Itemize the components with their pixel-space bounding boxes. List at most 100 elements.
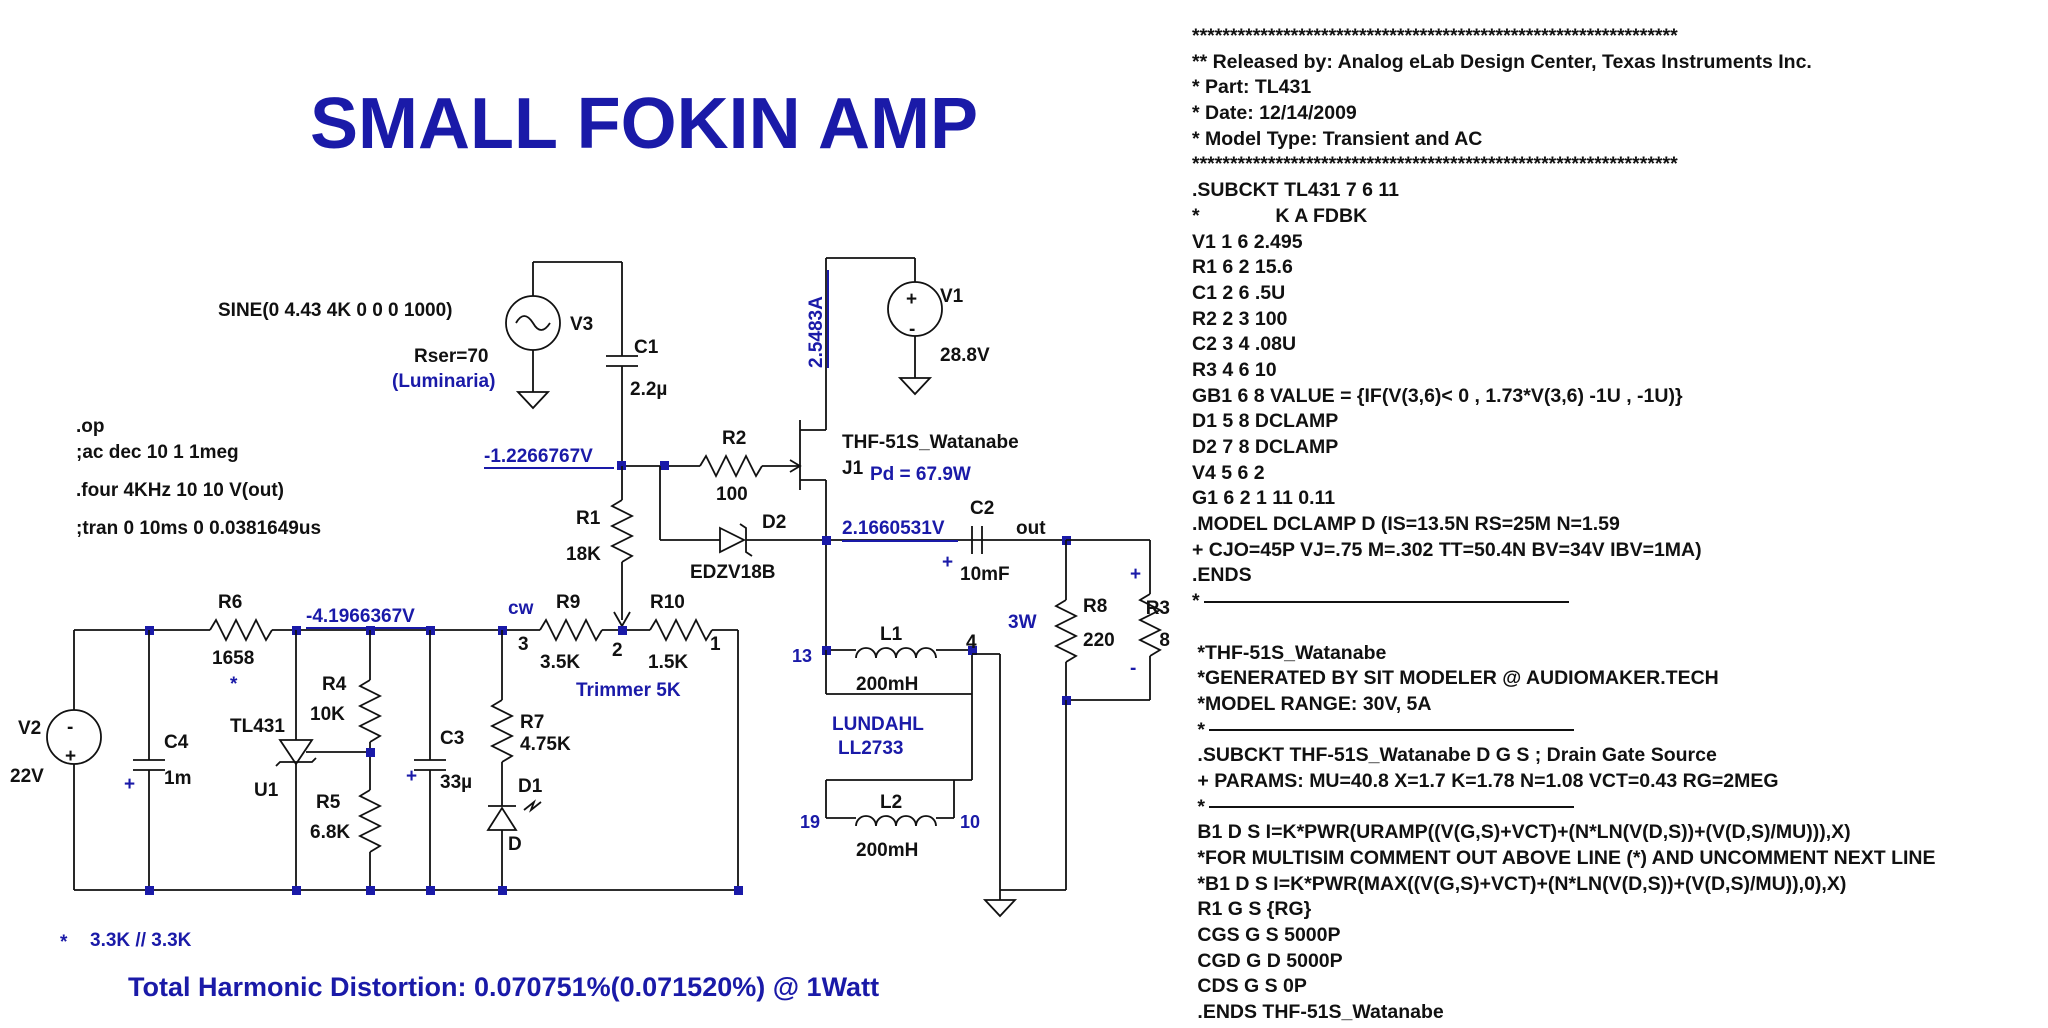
svg-text:-: - [909, 319, 915, 340]
r9-label: R9 [556, 592, 580, 613]
netlist-line: * Model Type: Transient and AC [1192, 127, 1483, 150]
r3-value: 8 [1159, 630, 1170, 651]
c1-value: 2.2µ [630, 379, 667, 400]
l1-label: L1 [880, 624, 903, 645]
netlist-line: * [1192, 795, 2042, 821]
r2-value: 100 [716, 484, 748, 505]
netlist-line: + CJO=45P VJ=.75 M=.302 TT=50.4N BV=34V … [1192, 538, 1702, 561]
c3-value: 33µ [440, 772, 472, 793]
r8-power: 3W [1008, 612, 1037, 633]
netlist-line: C2 3 4 .08U [1192, 333, 1297, 356]
l2-inductor [855, 815, 937, 827]
c2-plus: + [942, 552, 953, 573]
r6-label: R6 [218, 592, 242, 613]
transformer-name: LUNDAHL [832, 714, 924, 735]
r5-resistor [357, 789, 383, 853]
svg-text:+: + [65, 746, 76, 767]
r10-value: 1.5K [648, 652, 688, 673]
r1-value: 18K [566, 544, 601, 565]
r3-minus: - [1130, 658, 1136, 679]
r4-value: 10K [310, 704, 345, 725]
netlist-line: V1 1 6 2.495 [1192, 230, 1303, 253]
r10-resistor [649, 617, 713, 643]
netlist-line: .ENDS [1192, 564, 1252, 587]
d1-led [486, 806, 518, 831]
netlist-line: C1 2 6 .5U [1192, 281, 1286, 304]
trimmer-pin-1: 1 [710, 634, 721, 655]
j1-model: THF-51S_Watanabe [842, 432, 1019, 453]
r7-resistor [489, 699, 515, 763]
d2-model: EDZV18B [690, 562, 776, 583]
transformer-model: LL2733 [838, 738, 903, 759]
r6-value: 1658 [212, 648, 254, 669]
netlist-line: * Date: 12/14/2009 [1192, 102, 1357, 125]
bias-voltage: -4.1966367V [306, 606, 415, 627]
c3-label: C3 [440, 728, 464, 749]
c4-plus: + [124, 774, 135, 795]
netlist-line: GB1 6 8 VALUE = {IF(V(3,6)< 0 , 1.73*V(3… [1192, 384, 1683, 407]
ground-icon [897, 377, 933, 396]
netlist-line: B1 D S I=K*PWR(URAMP((V(G,S)+VCT)+(N*LN(… [1192, 821, 1851, 844]
r4-resistor [357, 679, 383, 743]
netlist-line: R2 2 3 100 [1192, 307, 1288, 330]
netlist-line: * [1192, 1026, 2042, 1028]
u1-label: U1 [254, 780, 279, 801]
c2-label: C2 [970, 498, 994, 519]
netlist-line: R3 4 6 10 [1192, 358, 1277, 381]
netlist-line: R1 6 2 15.6 [1192, 256, 1293, 279]
trimmer-label: Trimmer 5K [576, 680, 681, 701]
svg-text:+: + [906, 289, 917, 310]
netlist-line: + PARAMS: MU=40.8 X=1.7 K=1.78 N=1.08 VC… [1192, 769, 1779, 792]
schematic-title: SMALL FOKIN AMP [310, 84, 978, 164]
netlist-line: .SUBCKT TL431 7 6 11 [1192, 179, 1399, 202]
netlist-line: .SUBCKT THF-51S_Watanabe D G S ; Drain G… [1192, 744, 1717, 767]
r8-value: 220 [1083, 630, 1115, 651]
d1-model: D [508, 834, 522, 855]
netlist-line: CGS G S 5000P [1192, 924, 1341, 947]
netlist-line: *THF-51S_Watanabe [1192, 641, 1387, 664]
l2-label: L2 [880, 792, 902, 813]
netlist-line: *FOR MULTISIM COMMENT OUT ABOVE LINE (*)… [1192, 847, 1936, 869]
r1-resistor [609, 499, 635, 563]
spice-netlist: ****************************************… [1192, 24, 2042, 1028]
pin-13: 13 [792, 646, 812, 666]
r1-label: R1 [576, 508, 601, 529]
j1-label: J1 [842, 458, 864, 479]
d1-label: D1 [518, 776, 543, 797]
netlist-line: * [1192, 718, 2042, 744]
r6-star: * [230, 674, 238, 695]
netlist-line: ** Released by: Analog eLab Design Cente… [1192, 50, 1812, 73]
netlist-separator [1209, 806, 1575, 809]
netlist-line: CDS G S 0P [1192, 975, 1307, 998]
netlist-line: *MODEL RANGE: 30V, 5A [1192, 692, 1432, 715]
netlist-line: G1 6 2 1 11 0.11 [1192, 487, 1336, 510]
r7-label: R7 [520, 712, 544, 733]
r5-value: 6.8K [310, 822, 350, 843]
pin-10: 10 [960, 812, 980, 832]
v1-label: V1 [940, 286, 964, 307]
c4-value: 1m [164, 768, 191, 789]
trimmer-pin-2: 2 [612, 640, 623, 661]
v1-value: 28.8V [940, 345, 990, 366]
v2-label: V2 [18, 718, 41, 739]
pin-4: 4 [966, 632, 977, 653]
tl431-label: TL431 [230, 716, 285, 737]
r10-label: R10 [650, 592, 685, 613]
r6-resistor [209, 617, 273, 643]
netlist-line: * Part: TL431 [1192, 76, 1312, 99]
netlist-line: ****************************************… [1192, 153, 1678, 176]
l1-inductor [855, 647, 937, 659]
d2-label: D2 [762, 512, 786, 533]
trimmer-pin-3: 3 [518, 634, 529, 655]
c4-label: C4 [164, 732, 189, 753]
r4-label: R4 [322, 674, 347, 695]
tl431-shunt-regulator [278, 739, 314, 766]
directive-ac: ;ac dec 10 1 1meg [76, 442, 239, 463]
svg-text:-: - [67, 717, 73, 738]
drain-current: 2.5483A [806, 296, 827, 368]
v3-rser: Rser=70 [414, 346, 488, 367]
netlist-line: D1 5 8 DCLAMP [1192, 410, 1339, 433]
r7-value: 4.75K [520, 734, 571, 755]
r3-resistor [1137, 593, 1163, 657]
star-note: 3.3K // 3.3K [90, 930, 192, 951]
